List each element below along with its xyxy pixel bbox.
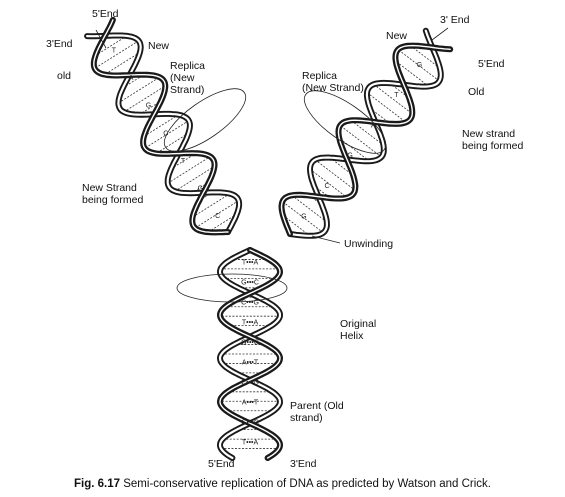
parent-helix-base-label: C•••G: [241, 380, 259, 387]
left-helix-rung: [118, 76, 160, 104]
right-helix-base-label: G: [347, 153, 352, 160]
right-helix-base-label: A: [371, 122, 376, 129]
right-helix-rung: [338, 137, 370, 162]
rotation-arrows: [163, 88, 387, 303]
right-helix-base-label: T: [394, 92, 399, 99]
right-helix-rung: [410, 45, 441, 69]
right-helix-rung: [282, 214, 311, 237]
label-bottom-3end: 3'End: [290, 458, 317, 470]
left-helix-base-label: C: [215, 213, 220, 220]
label-left-old: old: [57, 70, 72, 82]
right-helix-rung: [373, 84, 413, 115]
parent-helix-base-label: T•••A: [242, 440, 259, 447]
label-right-3end: 3' End: [440, 14, 470, 26]
dna-replication-diagram: T•••A G•••C C•••G T•••A G•••C A•••T C•••G A•••T…: [46, 8, 524, 470]
left-helix-rung: [156, 132, 189, 154]
label-left-5end: 5'End: [92, 8, 119, 20]
parent-helix-base-label: T•••A: [242, 320, 259, 327]
right-helix-rung: [291, 195, 328, 223]
left-helix-base-label: C: [163, 130, 168, 137]
left-helix-base-label: T: [181, 158, 186, 165]
dna-helix-drawing: T•••A G•••C C•••G T•••A G•••C A•••T C•••G A•••T…: [84, 16, 454, 461]
left-helix-rung: [207, 213, 238, 233]
right-helix-base-label: G: [417, 62, 422, 69]
label-parent: Parent (Old strand): [290, 400, 344, 424]
left-helix-base-label: A: [129, 75, 134, 82]
label-right-old: Old: [468, 86, 485, 98]
label-left-3end: 3'End: [46, 38, 73, 50]
rotation-arrow-left: [163, 88, 247, 152]
right-helix-rung: [314, 159, 356, 191]
rotation-arrow-right: [303, 90, 387, 154]
left-helix-rung: [199, 192, 213, 201]
right-helix-base-label: G: [301, 213, 306, 220]
left-helix-base-label: T: [112, 48, 117, 55]
label-left-replica: Replica (New Strand): [170, 60, 206, 96]
parent-helix-base-label: A•••T: [242, 400, 259, 407]
left-helix-rung: [94, 40, 139, 69]
label-right-replica: Replica (New Strand): [302, 70, 364, 94]
figure-number: Fig. 6.17: [74, 478, 121, 490]
label-right-5end: 5'End: [478, 58, 505, 70]
left-helix-strand-b-highlight: [93, 19, 229, 234]
right-helix-rung: [282, 201, 324, 234]
parent-helix-base-label: T•••A: [242, 260, 259, 267]
right-helix-rung: [366, 92, 407, 123]
parent-helix-base-label: G•••C: [241, 280, 259, 287]
left-helix-strand-a-highlight: [86, 34, 241, 234]
right-helix-strand-b-highlight: [280, 44, 451, 235]
caption-text: Semi-conservative replication of DNA as …: [120, 478, 491, 490]
right-helix-rung: [309, 168, 348, 198]
right-helix-rung: [397, 49, 440, 82]
left-helix-rung: [194, 200, 239, 229]
parent-helix-base-label: C•••G: [241, 300, 259, 307]
parent-helix-strand-b-highlight: [219, 249, 281, 459]
right-helix-strand-a-highlight: [288, 29, 442, 237]
left-helix-rung: [95, 35, 128, 56]
label-left-forming: New Strand being formed: [82, 182, 144, 206]
label-left-new: New: [148, 40, 170, 52]
rotation-arrow-original: [176, 273, 288, 303]
base-letters: T•••A G•••C C•••G T•••A G•••C A•••T C•••G A•••T…: [112, 48, 423, 447]
right-helix-rung: [309, 195, 323, 206]
left-helix-rung: [192, 193, 231, 218]
left-helix-rung: [167, 156, 211, 184]
right-helix-base-label: C: [324, 183, 329, 190]
label-bottom-5end: 5'End: [208, 458, 235, 470]
parent-helix-base-label: G•••C: [241, 420, 259, 427]
left-helix-base-label: G: [146, 103, 151, 110]
label-right-forming: New strand being formed: [462, 128, 524, 152]
label-leader-lines: [95, 27, 449, 244]
right-helix-rung: [339, 125, 382, 158]
figure-caption: Fig. 6.17 Semi-conservative replication …: [0, 478, 565, 490]
left-helix-base-label: G: [198, 185, 203, 192]
label-right-new: New: [386, 30, 408, 42]
left-helix-rung: [123, 85, 166, 113]
parent-helix-base-label: G•••C: [241, 340, 259, 347]
helix-strands: [84, 16, 454, 461]
label-unwinding: Unwinding: [344, 238, 394, 250]
label-original-helix: Original Helix: [340, 318, 377, 342]
parent-helix-base-label: A•••T: [242, 360, 259, 367]
left-helix-rung: [174, 166, 215, 192]
